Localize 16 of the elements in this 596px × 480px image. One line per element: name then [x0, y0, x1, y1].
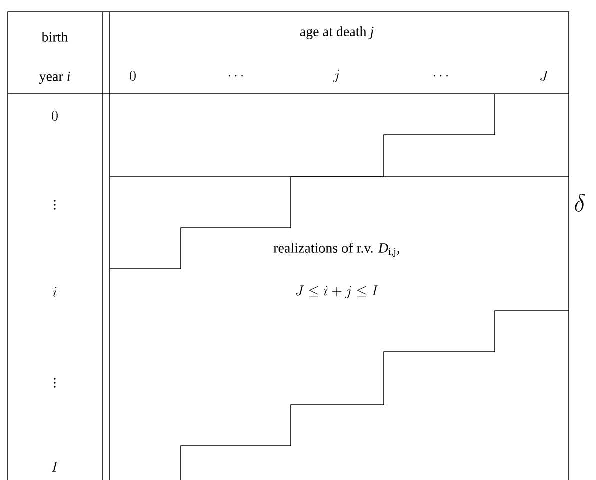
column-label: $\dots$	[434, 75, 448, 77]
column-label: $J$	[540, 71, 548, 82]
column-label: $\dots$	[228, 75, 243, 77]
column-label: $0$	[130, 71, 136, 81]
column-label: $j$	[334, 70, 340, 82]
row-label: $\vdots$	[54, 378, 56, 388]
region-formula: $J \le i+j \le I$	[296, 286, 378, 298]
row-label: $\vdots$	[54, 200, 56, 210]
row-label: $0$	[52, 111, 58, 121]
delta-symbol: $\delta$	[575, 194, 586, 212]
row-label: $i$	[53, 287, 57, 297]
column-header: age at deathj	[300, 26, 374, 40]
column-header: year i	[39, 72, 70, 84]
column-header: birth	[42, 32, 68, 42]
region-label: realizations of r.v. D$_{i,j}$,	[274, 242, 400, 258]
row-label: $I$	[52, 462, 58, 472]
